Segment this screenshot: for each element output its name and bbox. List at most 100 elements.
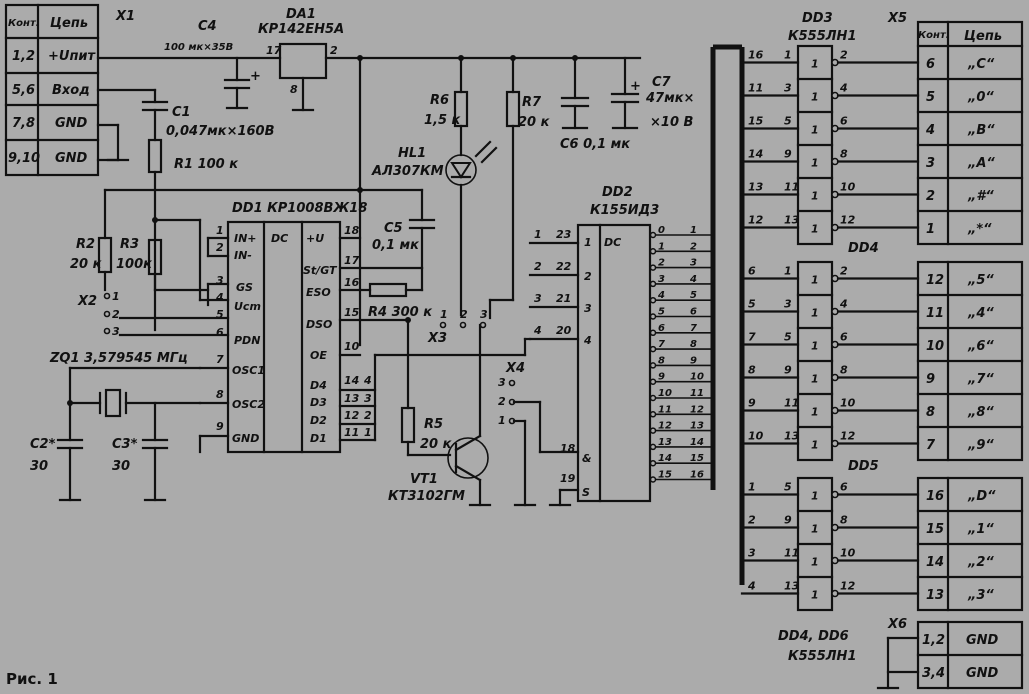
x5-row-contact: 12	[926, 273, 944, 288]
x6-row0-contact: 1,2	[922, 633, 945, 648]
svg-text:GND: GND	[232, 432, 259, 445]
x4-label: X4	[505, 361, 525, 376]
c7-voltage: ×10 В	[650, 115, 694, 130]
gate-out-pin: 2	[840, 49, 848, 62]
gate-in-pin: 5	[784, 481, 792, 494]
svg-text:8: 8	[290, 83, 298, 96]
inverter-symbol: 1	[811, 274, 819, 287]
gate-out-pin: 10	[840, 397, 856, 410]
x1-row3-circuit: GND	[55, 151, 88, 166]
svg-text:St/GT: St/GT	[303, 264, 338, 277]
x5-row-contact: 10	[926, 339, 944, 354]
svg-text:19: 19	[560, 472, 576, 485]
svg-text:Ucm: Ucm	[234, 300, 261, 313]
gate-out-pin: 8	[840, 514, 848, 527]
svg-text:10: 10	[344, 340, 360, 353]
x1-head-circuit: Цепь	[50, 16, 88, 31]
dd2-out-pin: 1	[658, 241, 665, 252]
c2-value: 30	[30, 459, 48, 474]
x5-row-circuit: „*“	[967, 222, 992, 237]
dd2-out-label: 13	[690, 421, 704, 432]
x5-row-contact: 7	[926, 438, 936, 453]
dd2-out-label: 3	[690, 258, 697, 269]
gate-in-pin: 1	[784, 265, 792, 278]
c1-ref: C1	[172, 105, 191, 120]
gate-bus-label: 9	[748, 397, 756, 410]
oscillator: ZQ1 3,579545 МГц C2* 30 C3* 30	[30, 351, 202, 502]
svg-text:11: 11	[344, 426, 359, 439]
gate-in-pin: 9	[784, 148, 792, 161]
inverter-symbol: 1	[811, 223, 819, 236]
x6-row1-contact: 3,4	[922, 666, 945, 681]
x1-row0-contact: 1,2	[12, 49, 35, 64]
dd2-out-label: 11	[690, 388, 704, 399]
x5-row-contact: 5	[926, 90, 935, 105]
hl1-type: АЛ307КМ	[371, 164, 444, 179]
r2-ref: R2	[76, 237, 95, 252]
svg-text:20: 20	[556, 324, 572, 337]
inverter-symbol: 1	[811, 490, 819, 503]
svg-text:4: 4	[583, 334, 592, 347]
inverter-symbol: 1	[811, 439, 819, 452]
gate-out-pin: 2	[840, 265, 848, 278]
inverter-symbol: 1	[811, 340, 819, 353]
dd2-out-pin: 6	[658, 323, 665, 334]
svg-text:7: 7	[216, 353, 224, 366]
dd2-chip: DD2 К155ИД3 DC 1 2 3 4 & S 1 23 2 22 3 2…	[523, 185, 659, 503]
gate-bus-label: 14	[748, 148, 763, 161]
svg-text:1: 1	[534, 228, 542, 241]
gate-bus-label: 3	[748, 547, 756, 560]
vt1-ref: VT1	[410, 472, 438, 487]
inverter-symbol: 1	[811, 190, 819, 203]
gate-in-pin: 11	[784, 547, 799, 560]
dd2-out-pin: 5	[658, 307, 665, 318]
inverter-symbol: 1	[811, 91, 819, 104]
svg-text:17: 17	[344, 254, 360, 267]
dd2-out-pin: 15	[658, 470, 672, 481]
dd5-ref: DD5	[848, 459, 879, 474]
gate-bus-label: 2	[748, 514, 756, 527]
x5-row-circuit: „8“	[967, 405, 994, 420]
x5-row-circuit: „A“	[967, 156, 995, 171]
x5-row-contact: 2	[926, 189, 935, 204]
svg-text:3: 3	[216, 274, 224, 287]
svg-text:13: 13	[344, 392, 360, 405]
svg-text:1: 1	[440, 308, 448, 321]
svg-text:1: 1	[112, 290, 120, 303]
svg-text:3: 3	[364, 392, 372, 405]
svg-text:16: 16	[344, 276, 360, 289]
c4-value: 100 мк×35В	[164, 42, 233, 53]
gate-bus-label: 11	[748, 82, 763, 95]
svg-text:1: 1	[584, 236, 592, 249]
dd2-out-pin: 7	[658, 339, 665, 350]
footer-chips: DD4, DD6	[778, 629, 849, 644]
x1-label: X1	[115, 9, 135, 24]
dd1-chip: DD1 КР1008ВЖ18 IN+ IN- DC +U GS Ucm PDN …	[118, 201, 527, 454]
vt1-type: КТ3102ГМ	[388, 489, 465, 504]
x6-row1-circuit: GND	[966, 666, 999, 681]
input-divider: R2 20 к R3 100к X2 1 2 3	[70, 188, 362, 338]
inverter-symbol: 1	[811, 523, 819, 536]
dd3-type: К555ЛН1	[788, 29, 857, 44]
gate-out-pin: 6	[840, 331, 848, 344]
signal-bus	[710, 44, 745, 585]
gate-bus-label: 10	[748, 430, 764, 443]
inverter-symbol: 1	[811, 157, 819, 170]
svg-text:12: 12	[344, 409, 360, 422]
gate-in-pin: 5	[784, 331, 792, 344]
x1-row0-circuit: +Uпит	[48, 49, 97, 64]
c7-ref: C7	[652, 75, 672, 90]
gate-in-pin: 3	[784, 82, 792, 95]
x5-row-contact: 15	[926, 522, 944, 537]
dd2-out-label: 2	[690, 241, 697, 252]
dd2-ref: DD2	[602, 185, 633, 200]
gate-out-pin: 6	[840, 481, 848, 494]
inverter-symbol: 1	[811, 307, 819, 320]
x6-connector: X6 1,2 GND 3,4 GND	[876, 617, 1024, 690]
x5-label: X5	[887, 11, 907, 26]
gate-out-pin: 8	[840, 148, 848, 161]
inverter-symbol: 1	[811, 373, 819, 386]
gate-bus-label: 6	[748, 265, 756, 278]
figure-caption: Рис. 1	[6, 670, 58, 688]
dd2-out-label: 12	[690, 404, 704, 415]
